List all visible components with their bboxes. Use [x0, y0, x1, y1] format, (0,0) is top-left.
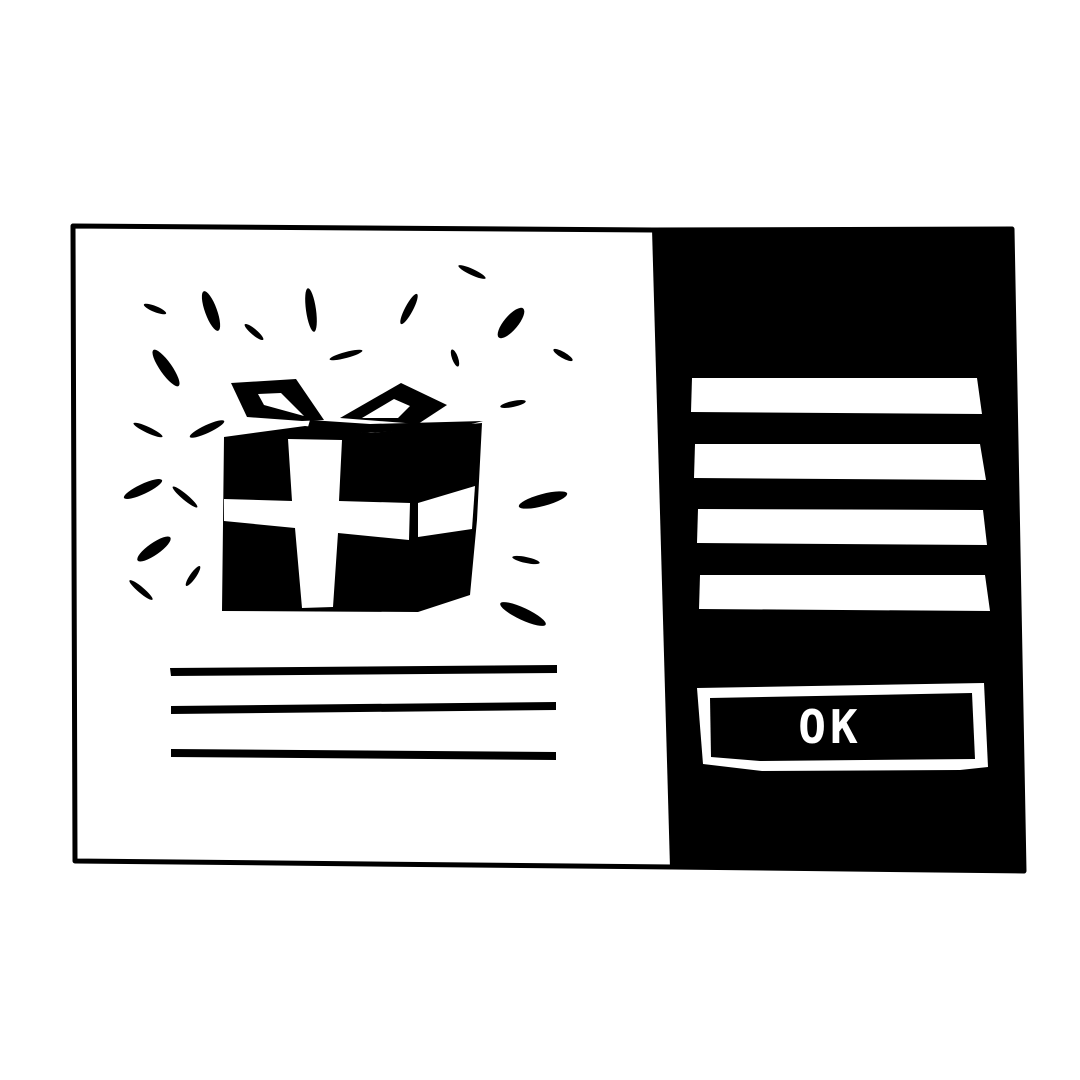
- gift-box-icon: [123, 265, 573, 626]
- form-panel: OK: [652, 229, 1024, 871]
- ok-button-label: OK: [798, 700, 861, 754]
- ok-button[interactable]: OK: [697, 683, 988, 771]
- form-field-1[interactable]: [691, 378, 982, 414]
- ok-button-face: [710, 693, 975, 761]
- form-panel-background: [652, 229, 1024, 871]
- form-field-2[interactable]: [694, 444, 986, 480]
- dialog-message-lines: [170, 665, 557, 760]
- text-line-1: [170, 665, 557, 676]
- text-line-3: [171, 749, 556, 760]
- sparkle-icon: [123, 265, 573, 626]
- form-field-3[interactable]: [697, 509, 987, 545]
- form-field-4[interactable]: [699, 575, 990, 611]
- text-line-2: [171, 702, 556, 714]
